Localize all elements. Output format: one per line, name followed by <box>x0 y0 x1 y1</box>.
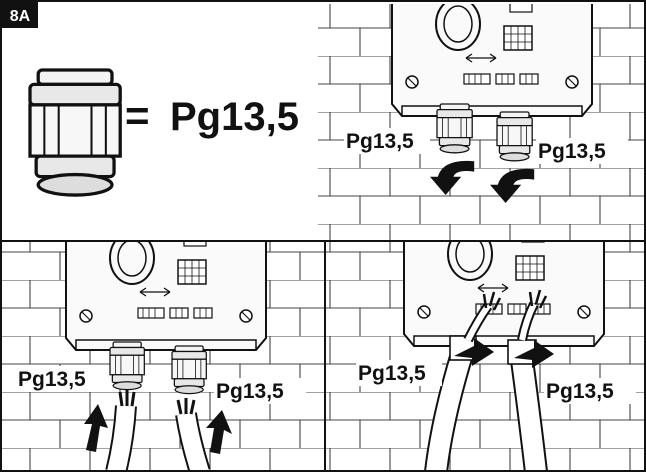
gland-right-icon <box>171 345 207 395</box>
gland-right-icon <box>496 111 533 162</box>
panel-bottom-left <box>2 242 324 470</box>
step-badge-label: 8A <box>10 8 31 25</box>
top-left-gland-label: Pg13,5 <box>346 130 414 153</box>
bottom-left-gland-label-left: Pg13,5 <box>18 368 86 391</box>
gland-left-icon <box>109 341 145 391</box>
cable-left <box>105 390 137 470</box>
up-arrow-icon <box>206 410 232 454</box>
panel-bottom-right <box>326 242 644 470</box>
top-right-gland-label: Pg13,5 <box>538 140 606 163</box>
up-arrow-icon <box>84 404 108 452</box>
bottom-right-gland-label-right: Pg13,5 <box>546 380 614 403</box>
gland-left-icon <box>436 103 473 154</box>
curved-arrow-icon <box>454 338 494 366</box>
legend-equals: = <box>125 92 150 139</box>
curved-arrow-icon <box>514 340 554 368</box>
step-badge: 8A <box>2 2 38 28</box>
bottom-right-gland-label-left: Pg13,5 <box>358 362 426 385</box>
cable-right <box>175 398 211 470</box>
panel-top <box>318 4 644 240</box>
cable-right <box>507 289 548 470</box>
legend-gland-name: Pg13,5 <box>170 95 299 139</box>
bottom-left-gland-label-right: Pg13,5 <box>216 380 284 403</box>
legend-gland-icon <box>28 68 122 197</box>
